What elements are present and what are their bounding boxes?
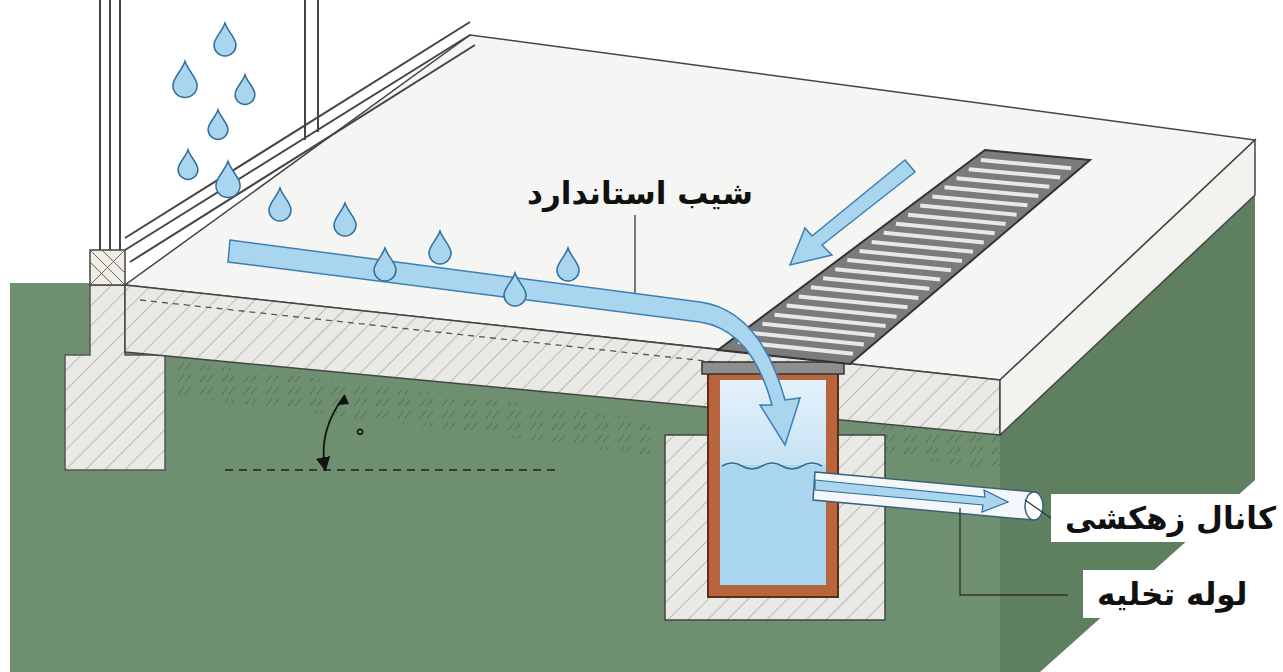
window-frame [100, 0, 475, 262]
rain-drop [235, 75, 255, 105]
grate-slat [847, 260, 951, 270]
grate-slat [969, 169, 1060, 177]
grate-slat [787, 306, 897, 317]
pipe-flow-arrow [815, 480, 1008, 512]
grate-slat [750, 333, 864, 345]
grate-slat [860, 251, 963, 261]
grate-slat [981, 160, 1071, 168]
water-wave [722, 463, 822, 469]
rain-drop [557, 248, 579, 281]
degree-symbol: ° [355, 424, 365, 448]
rain-drop [216, 161, 240, 197]
grate-slat [896, 224, 995, 233]
grate-slat [762, 324, 874, 335]
rain-drop [429, 231, 451, 264]
rain-drop [334, 203, 356, 236]
grate-flow-arrow [790, 160, 915, 265]
grate-slat [835, 269, 940, 279]
slope-label: شیب استاندارد [527, 175, 753, 211]
grate-slat [799, 296, 908, 307]
water [720, 465, 826, 585]
grate-slat [908, 215, 1006, 224]
surface-flow-arrow [228, 240, 800, 445]
grate-slat [775, 315, 886, 326]
grate-slat [920, 206, 1016, 215]
angle-reference [225, 469, 560, 471]
rain-drop [173, 61, 197, 97]
grate [718, 150, 1090, 364]
rain-drops [173, 23, 579, 306]
angle-arc [324, 395, 345, 468]
grate-slat [957, 178, 1050, 187]
pipe-label: لوله تخلیه [1083, 570, 1261, 618]
wall-base-cross [90, 250, 125, 285]
rain-drop [214, 23, 236, 56]
rain-drop [374, 248, 396, 281]
angle-arc-head [338, 395, 349, 405]
rain-drop [269, 188, 291, 221]
grate-slats [738, 160, 1071, 354]
grate-slat [872, 242, 973, 252]
grate-slat [884, 233, 984, 243]
grate-slat [944, 187, 1038, 196]
rain-drop [504, 273, 526, 306]
grate-slat [932, 196, 1027, 205]
channel-label: کانال زهکشی [1051, 494, 1283, 542]
wall-base [90, 250, 125, 285]
rain-drop [208, 110, 228, 140]
outlet-pipe [813, 472, 1035, 520]
grate-slat [823, 278, 929, 289]
rain-drop [178, 150, 198, 180]
grate-slat [811, 287, 918, 298]
slope-leader [634, 215, 635, 305]
